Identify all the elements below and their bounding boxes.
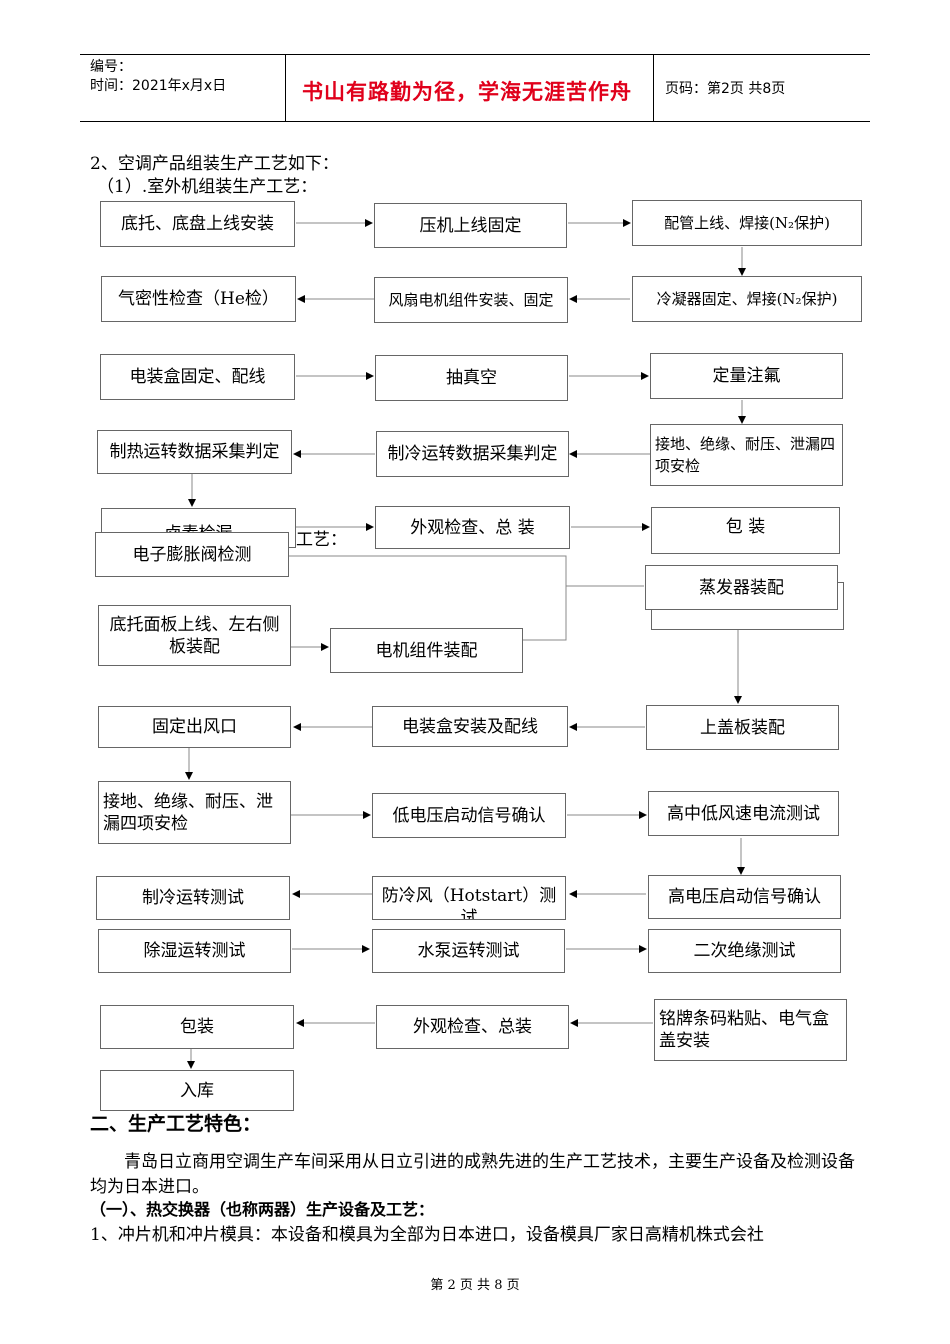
step-pump-test: 水泵运转测试 [372,929,565,973]
step-motor-assembly: 电机组件装配 [330,628,523,673]
step-safety-check-indoor: 接地、绝缘、耐压、泄漏四项安检 [98,781,291,844]
step-top-cover: 上盖板装配 [646,705,839,750]
step-cooling-test: 制冷运转测试 [96,876,290,920]
step-vacuum: 抽真空 [375,355,568,401]
step-eev-test: 电子膨胀阀检测 [95,532,289,577]
step-evaporator: 蒸发器装配 [645,565,838,610]
outdoor-intro: （1）.室外机组装生产工艺： [97,177,318,197]
step-air-outlet: 固定出风口 [98,706,291,748]
step-high-voltage-start: 高电压启动信号确认 [648,875,841,919]
step-airtight-check: 气密性检查（He检） [101,276,296,322]
header-divider-right [653,54,654,122]
section2-item1: 1、冲片机和冲片模具：本设备和模具为全部为日本进口，设备模具厂家日高精机株式会社 [90,1225,764,1245]
step-dehumidify-test: 除湿运转测试 [98,929,291,973]
step-condenser-weld: 冷凝器固定、焊接(N₂保护) [632,276,862,322]
step-piping-weld: 配管上线、焊接(N₂保护) [632,200,862,246]
step-heating-data: 制热运转数据采集判定 [97,430,292,474]
header-bottom-line [80,121,870,122]
step-appearance-check: 外观检查、总 装 [375,506,570,549]
page-info: 页码：第2页 共8页 [665,81,786,97]
step-nameplate-label: 铭牌条码粘贴、电气盒盖安装 [654,999,847,1061]
step-second-insulation: 二次绝缘测试 [648,929,841,973]
step-low-voltage-start: 低电压启动信号确认 [372,793,566,838]
section2-paragraph: 青岛日立商用空调生产车间采用从日立引进的成熟先进的生产工艺技术，主要生产设备及检… [90,1152,855,1197]
doc-time-label: 时间：2021年x月x日 [90,78,227,94]
header-divider-left [285,54,286,122]
section2-title: 二、生产工艺特色： [90,1113,262,1135]
step-warehouse: 入库 [100,1070,294,1111]
step-fan-motor-install: 风扇电机组件安装、固定 [374,277,568,323]
step-packing-outdoor: 包 装 [651,507,840,554]
section-intro: 2、空调产品组装生产工艺如下： [90,154,339,174]
header-motto: 书山有路勤为径，学海无涯苦作舟 [302,79,632,104]
header-top-line [80,54,870,55]
step-final-appearance: 外观检查、总装 [376,1005,569,1049]
hidden-caption: 工艺： [296,530,347,550]
step-safety-check-outdoor: 接地、绝缘、耐压、泄漏四项安检 [650,424,843,486]
step-cooling-data: 制冷运转数据采集判定 [376,431,569,477]
doc-number-label: 编号： [90,59,132,75]
step-electric-box: 电装盒固定、配线 [100,354,295,400]
page-footer: 第 2 页 共 8 页 [430,1278,520,1293]
step-base-install: 底托、底盘上线安装 [100,201,295,247]
step-packing-indoor: 包装 [100,1005,294,1049]
step-compressor-fix: 压机上线固定 [374,203,567,248]
step-electric-box-wiring: 电装盒安装及配线 [372,706,568,747]
step-fan-speed-test: 高中低风速电流测试 [648,791,839,836]
step-hotstart-test: 防冷风（Hotstart）测试 [372,876,566,920]
step-panel-install: 底托面板上线、左右侧板装配 [98,605,291,666]
section2-subheading: （一）、热交换器（也称两器）生产设备及工艺： [90,1200,435,1219]
step-refrigerant-fill: 定量注氟 [650,353,843,399]
